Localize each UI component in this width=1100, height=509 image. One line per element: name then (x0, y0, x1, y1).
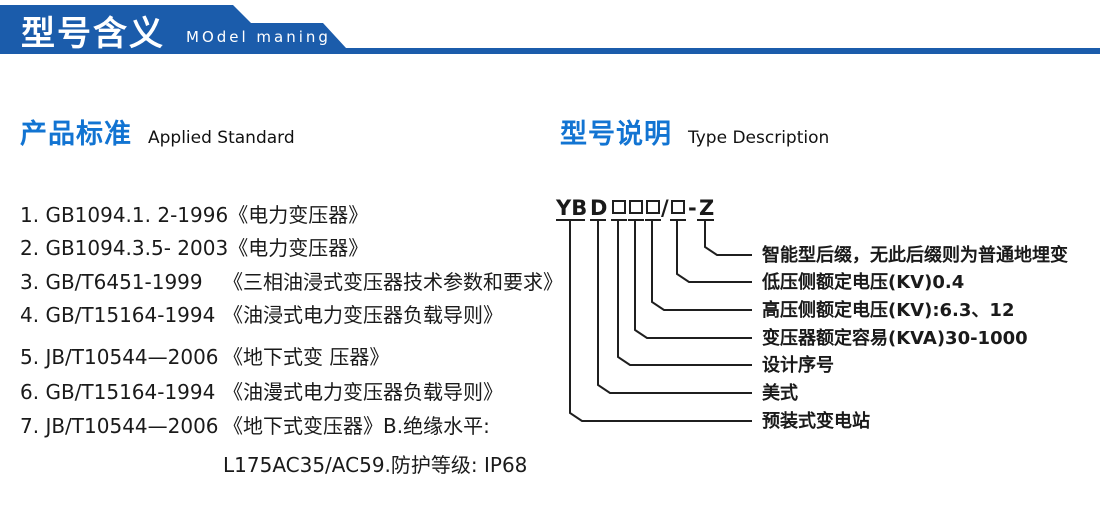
standard-item: 1. GB1094.1. 2-1996《电力变压器》 (20, 199, 368, 228)
standard-item: 6. GB/T15164-1994 《油漫式电力变压器负载导则》 (20, 376, 503, 405)
diagram-label: 设计序号 (762, 354, 834, 376)
page-subtitle: MOdel maning (186, 28, 331, 46)
connector-line (704, 221, 752, 256)
standard-item: 5. JB/T10544—2006《地下式变 压器》 (20, 341, 389, 370)
connector-line (597, 221, 752, 394)
model-code-box (612, 200, 626, 214)
banner-shape (0, 5, 1100, 54)
standard-title: 《地下式变 压器》 (223, 345, 390, 369)
standard-title: 《电力变压器》 (228, 203, 369, 227)
diagram-label: 预装式变电站 (762, 410, 870, 432)
standard-item: 2. GB1094.3.5- 2003《电力变压器》 (20, 232, 368, 261)
diagram-label: 美式 (762, 382, 798, 404)
right-heading-en: Type Description (688, 128, 830, 148)
model-code-dash: - (688, 196, 697, 220)
standard-continuation: L175AC35/AC59.防护等级: IP68 (223, 453, 528, 477)
standard-code: 4. GB/T15164-1994 (20, 303, 216, 327)
standard-code: 5. JB/T10544—2006 (20, 345, 219, 369)
model-code-diagram: YB D / - Z 智能型后缀，无此后缀则为普通地埋变 低压侧额定电压(KV)… (555, 196, 1068, 432)
model-code-box (629, 200, 643, 214)
standard-code: 1. GB1094.1. 2-1996 (20, 203, 229, 227)
standard-item: 4. GB/T15164-1994 《油浸式电力变压器负载导则》 (20, 299, 503, 328)
connector-line (651, 221, 752, 311)
connector-line (634, 221, 752, 339)
diagram-label: 变压器额定容易(KVA)30-1000 (762, 327, 1028, 349)
standard-title: 《地下式变压器》B.绝缘水平: (223, 414, 490, 438)
page-title: 型号含义 (21, 14, 165, 54)
model-code-group: YB (555, 196, 587, 220)
standard-title: 《三相油浸式变压器技术参数和要求》 (223, 270, 563, 294)
standard-code: 3. GB/T6451-1999 (20, 270, 203, 294)
model-code-box (671, 200, 685, 214)
standard-code: 7. JB/T10544—2006 (20, 414, 219, 438)
standard-code: 2. GB1094.3.5- 2003 (20, 236, 229, 260)
connector-line (569, 221, 752, 422)
model-code-box (646, 200, 660, 214)
diagram-label: 低压侧额定电压(KV)0.4 (761, 271, 964, 293)
left-heading-en: Applied Standard (148, 128, 295, 148)
model-code-type: D (590, 196, 607, 220)
left-section-heading: 产品标准 Applied Standard (20, 112, 295, 151)
banner (0, 5, 1100, 54)
standard-title: 《油浸式电力变压器负载导则》 (223, 303, 503, 327)
standard-code: 6. GB/T15164-1994 (20, 380, 216, 404)
standard-title: 《油漫式电力变压器负载导则》 (223, 380, 503, 404)
model-code-separator: / (661, 196, 669, 220)
standard-item: 7. JB/T10544—2006《地下式变压器》B.绝缘水平: (20, 410, 490, 439)
diagram-label: 高压侧额定电压(KV):6.3、12 (762, 299, 1014, 321)
connector-line (676, 221, 752, 283)
right-section-heading: 型号说明 Type Description (560, 112, 829, 151)
diagram-label: 智能型后缀，无此后缀则为普通地埋变 (762, 244, 1068, 266)
model-code-suffix: Z (699, 196, 714, 220)
standard-item: 3. GB/T6451-1999 《三相油浸式变压器技术参数和要求》 (20, 266, 563, 295)
standard-title: 《电力变压器》 (228, 236, 369, 260)
left-heading-cn: 产品标准 (20, 119, 132, 150)
right-heading-cn: 型号说明 (560, 119, 672, 150)
connector-line (617, 221, 752, 366)
